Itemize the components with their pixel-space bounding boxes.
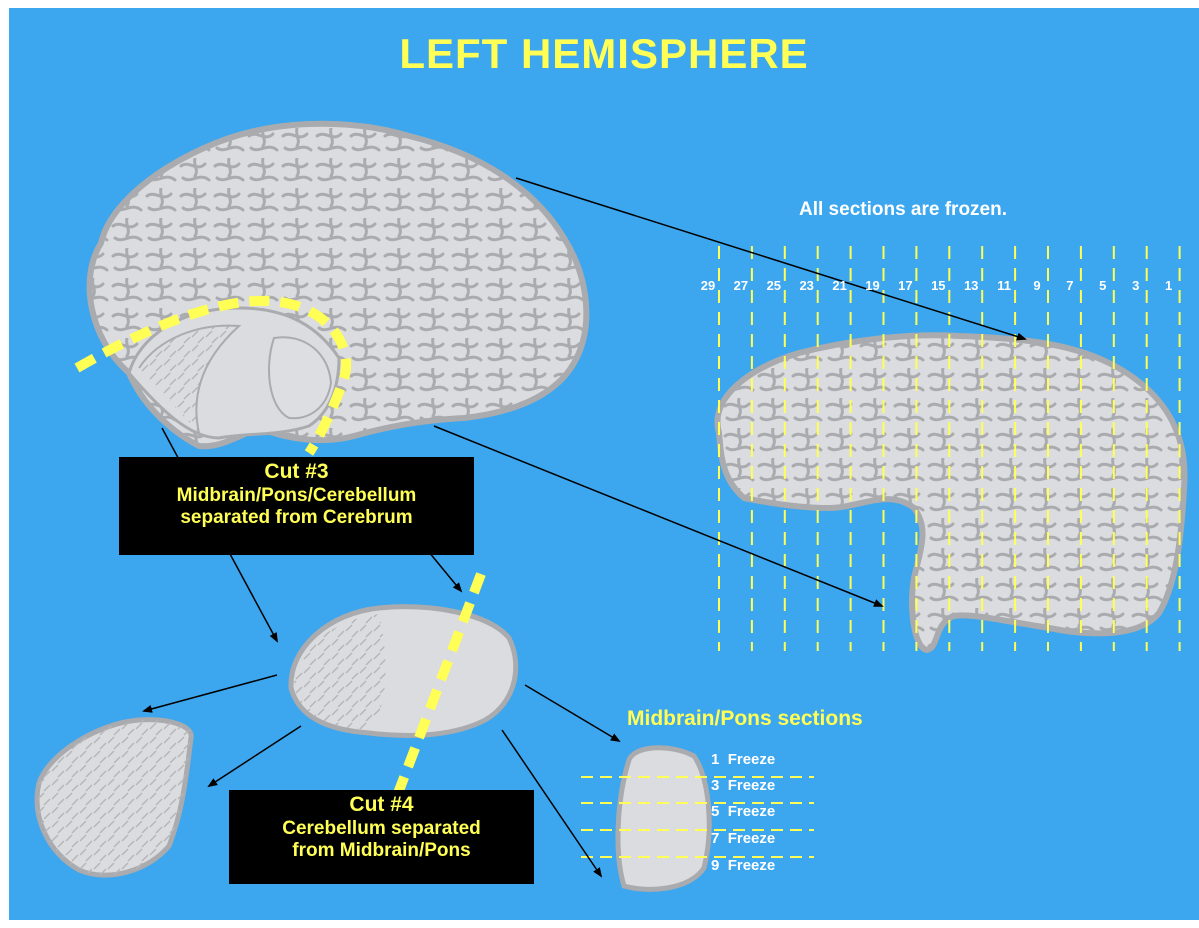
cut3-line1: Midbrain/Pons/Cerebellum — [119, 485, 474, 507]
brainstem-cerebellum — [291, 607, 516, 736]
freeze-label: Freeze — [728, 777, 776, 794]
freeze-row: 7 Freeze — [711, 830, 775, 847]
midbrain-pons — [618, 748, 709, 890]
cut3-heading: Cut #3 — [119, 459, 474, 485]
freeze-section-number: 1 — [711, 751, 719, 768]
cut4-line1: Cerebellum separated — [229, 818, 534, 840]
section-number: 25 — [759, 278, 789, 293]
freeze-row: 3 Freeze — [711, 777, 775, 794]
freeze-label: Freeze — [728, 830, 776, 847]
freeze-row: 5 Freeze — [711, 803, 775, 820]
freeze-section-number: 7 — [711, 830, 719, 847]
cut3-label-box: Cut #3 Midbrain/Pons/Cerebellum separate… — [119, 457, 474, 555]
section-number: 7 — [1055, 278, 1085, 293]
freeze-section-number: 3 — [711, 777, 719, 794]
section-number: 13 — [956, 278, 986, 293]
section-number: 3 — [1121, 278, 1151, 293]
frozen-note: All sections are frozen. — [799, 199, 1007, 221]
cerebellum — [37, 720, 191, 875]
section-number: 19 — [858, 278, 888, 293]
cut3-line2: separated from Cerebrum — [119, 507, 474, 529]
diagram-canvas: LEFT HEMISPHERE All sections are frozen.… — [9, 8, 1199, 920]
diagram-title: LEFT HEMISPHERE — [9, 30, 1199, 78]
section-number: 5 — [1088, 278, 1118, 293]
section-number: 21 — [825, 278, 855, 293]
freeze-row: 9 Freeze — [711, 857, 775, 874]
freeze-section-number: 5 — [711, 803, 719, 820]
freeze-label: Freeze — [728, 751, 776, 768]
cut4-line2: from Midbrain/Pons — [229, 840, 534, 862]
section-number: 9 — [1022, 278, 1052, 293]
section-number: 23 — [792, 278, 822, 293]
section-number: 29 — [693, 278, 723, 293]
cut4-label-box: Cut #4 Cerebellum separated from Midbrai… — [229, 790, 534, 884]
midbrain-pons-title: Midbrain/Pons sections — [627, 707, 863, 731]
freeze-label: Freeze — [728, 857, 776, 874]
cut4-heading: Cut #4 — [229, 792, 534, 818]
freeze-section-number: 9 — [711, 857, 719, 874]
freeze-row: 1 Freeze — [711, 751, 775, 768]
freeze-label: Freeze — [728, 803, 776, 820]
section-number: 1 — [1154, 278, 1184, 293]
section-number: 15 — [923, 278, 953, 293]
section-number: 17 — [890, 278, 920, 293]
section-number: 11 — [989, 278, 1019, 293]
section-number: 27 — [726, 278, 756, 293]
